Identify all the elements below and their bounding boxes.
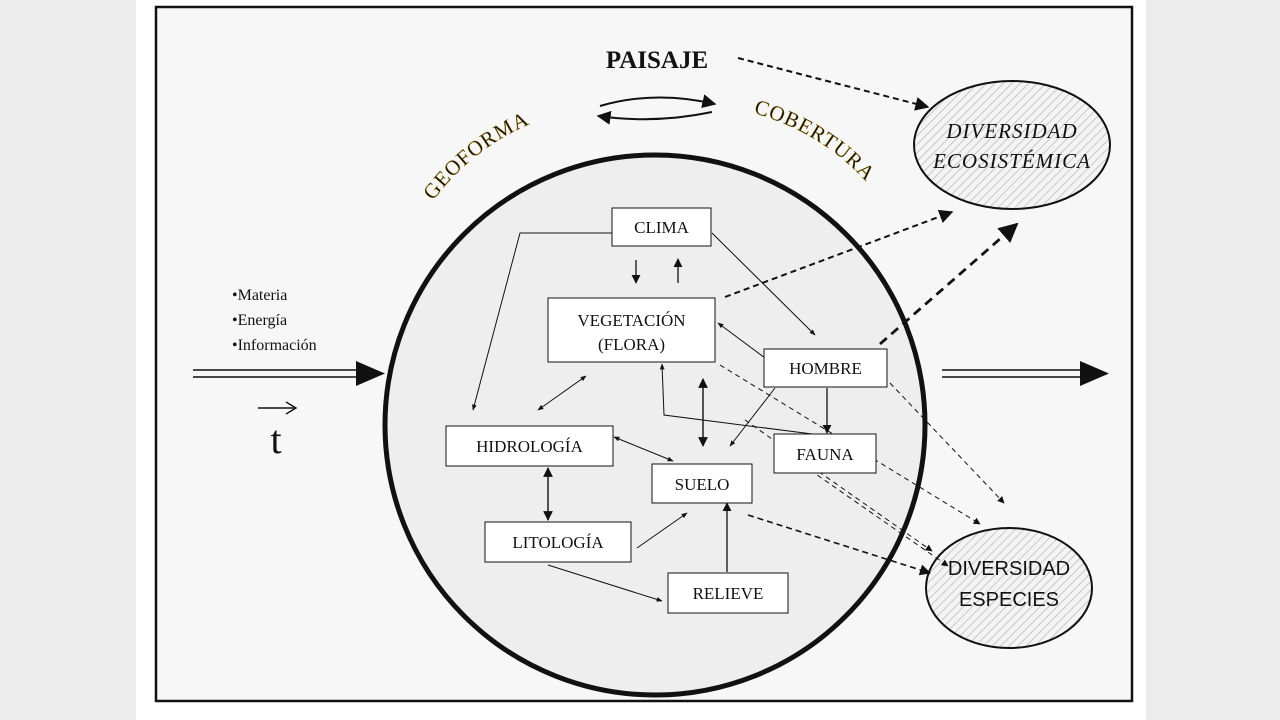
litologia-label: LITOLOGÍA (512, 533, 604, 552)
box-hombre: HOMBRE (763, 348, 888, 388)
hidrologia-label: HIDROLOGÍA (476, 437, 583, 456)
input-informacion: •Información (232, 337, 317, 354)
geoforma-cobertura-arrow-bottom (596, 110, 713, 125)
box-hidrologia: HIDROLOGÍA (445, 425, 614, 467)
output-arrow (942, 361, 1109, 386)
diversidad-ecosistemica-line1: DIVERSIDAD (945, 119, 1077, 143)
input-materia: •Materia (232, 287, 287, 304)
vegetacion-label-line1: VEGETACIÓN (577, 311, 685, 330)
fauna-label: FAUNA (796, 445, 854, 464)
box-litologia: LITOLOGÍA (484, 521, 632, 563)
connectors (472, 57, 1019, 602)
diversidad-ecosistemica-ellipse (913, 80, 1111, 210)
diversidad-especies-ellipse (925, 527, 1093, 649)
hombre-label: HOMBRE (789, 359, 862, 378)
box-vegetacion: VEGETACIÓN (FLORA) (547, 297, 716, 363)
box-relieve: RELIEVE (667, 572, 789, 614)
box-clima: CLIMA (611, 207, 712, 247)
diversidad-especies-line2: ESPECIES (959, 589, 1059, 611)
diversidad-especies-line1: DIVERSIDAD (948, 558, 1070, 580)
box-suelo: SUELO (651, 463, 753, 504)
diagram-title: PAISAJE (606, 47, 708, 74)
input-arrow (193, 361, 385, 386)
clima-label: CLIMA (634, 218, 690, 237)
suelo-label: SUELO (675, 475, 730, 494)
time-vector (258, 401, 298, 415)
input-energia: •Energía (232, 312, 287, 329)
time-symbol: t (270, 417, 281, 462)
box-fauna: FAUNA (773, 433, 877, 474)
vegetacion-label-line2: (FLORA) (598, 335, 665, 354)
diversidad-ecosistemica-line2: ECOSISTÉMICA (932, 149, 1091, 173)
geoforma-cobertura-arrow-top (599, 94, 717, 108)
relieve-label: RELIEVE (693, 584, 764, 603)
